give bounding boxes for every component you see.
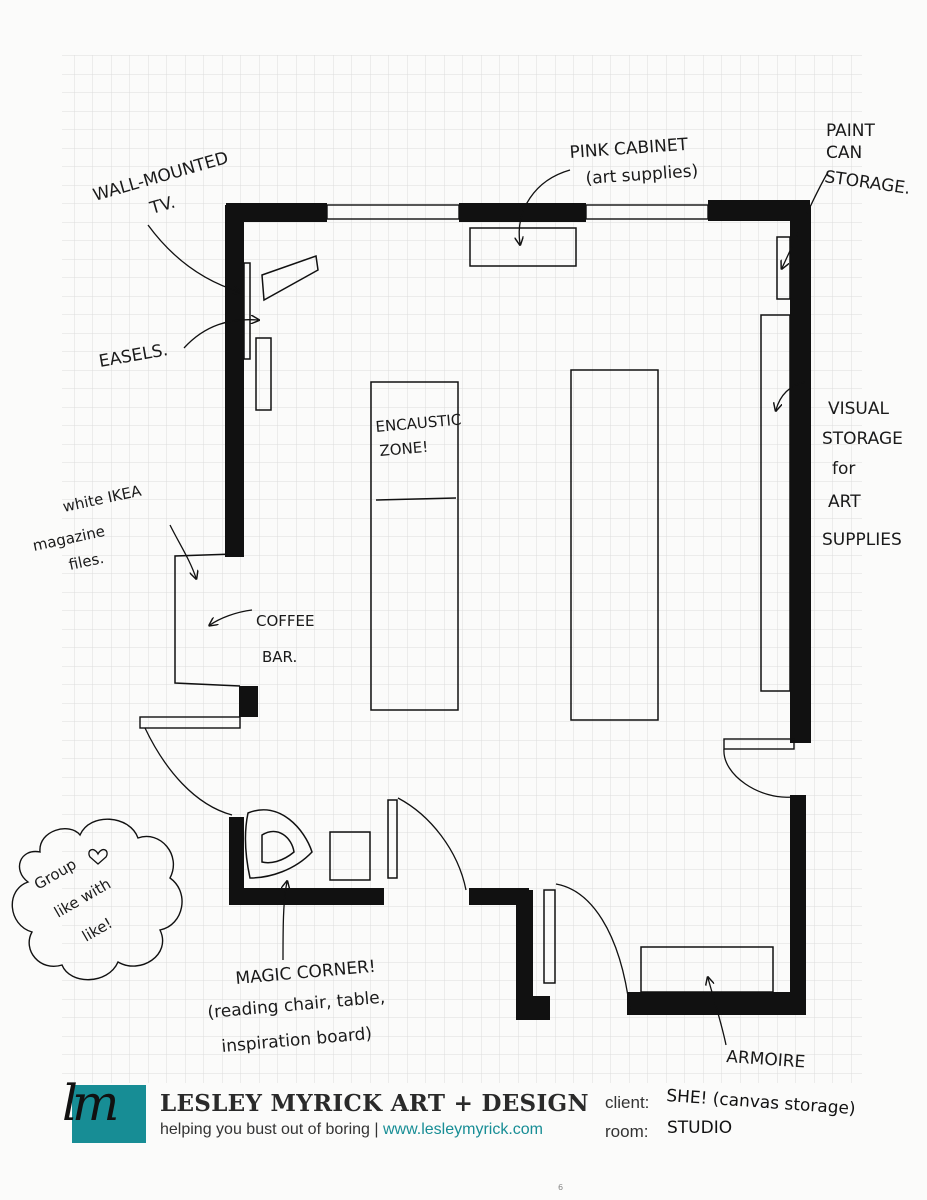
work-table: [570, 369, 659, 721]
annotation-coffee-bar: COFFEE BAR.: [256, 612, 315, 666]
pink-cabinet: [469, 227, 577, 267]
tagline-text: helping you bust out of boring |: [160, 1121, 379, 1138]
svg-text:for: for: [832, 459, 855, 479]
page-mark: 6: [558, 1183, 564, 1192]
client-value: SHE! (canvas storage): [665, 1086, 857, 1120]
encaustic-zone-divider: [375, 497, 457, 501]
svg-text:ART: ART: [828, 492, 861, 512]
svg-text:COFFEE: COFFEE: [256, 612, 315, 630]
annotation-leaders: [147, 169, 829, 1046]
reading-chair: [244, 809, 313, 879]
side-table: [329, 831, 371, 881]
thought-cloud: [11, 818, 183, 981]
tv-panel: [243, 262, 251, 360]
svg-text:ZONE!: ZONE!: [379, 438, 429, 460]
graph-paper-grid: [62, 55, 862, 1083]
svg-text:STORAGE: STORAGE: [822, 429, 903, 449]
room-value: STUDIO: [667, 1118, 733, 1138]
closet-panel: [543, 889, 556, 984]
svg-text:BAR.: BAR.: [262, 648, 297, 666]
easel-board: [255, 337, 272, 411]
website-link[interactable]: www.lesleymyrick.com: [382, 1121, 543, 1138]
door-swings: [144, 727, 793, 1011]
svg-text:PAINT: PAINT: [826, 121, 876, 141]
inspiration-board: [387, 799, 398, 879]
heart-icon: [88, 848, 108, 865]
firm-name: LESLEY MYRICK ART + DESIGN: [160, 1090, 589, 1117]
title-block: lm LESLEY MYRICK ART + DESIGN helping yo…: [60, 1074, 900, 1152]
brand-logo: [72, 1085, 146, 1143]
armoire: [640, 946, 774, 993]
client-label: client:: [605, 1093, 650, 1112]
reading-chair-seat: [261, 830, 295, 864]
svg-text:SUPPLIES: SUPPLIES: [822, 530, 902, 550]
paint-can-storage: [776, 236, 791, 300]
windows: [139, 204, 795, 750]
brand-logo-monogram: lm: [62, 1074, 119, 1132]
visual-storage-shelf: [760, 314, 791, 692]
encaustic-table: [370, 381, 459, 711]
annotation-visual-storage: VISUAL STORAGE for ART SUPPLIES: [822, 399, 903, 550]
coffee-bar: [174, 553, 241, 687]
svg-text:CAN: CAN: [826, 143, 862, 163]
walls: [225, 200, 811, 1020]
room-label: room:: [605, 1122, 649, 1141]
svg-text:VISUAL: VISUAL: [828, 399, 890, 419]
easel: [261, 254, 319, 302]
annotation-paint-can-storage: PAINT CAN STORAGE.: [823, 121, 911, 199]
tagline: helping you bust out of boring | www.les…: [160, 1121, 543, 1139]
